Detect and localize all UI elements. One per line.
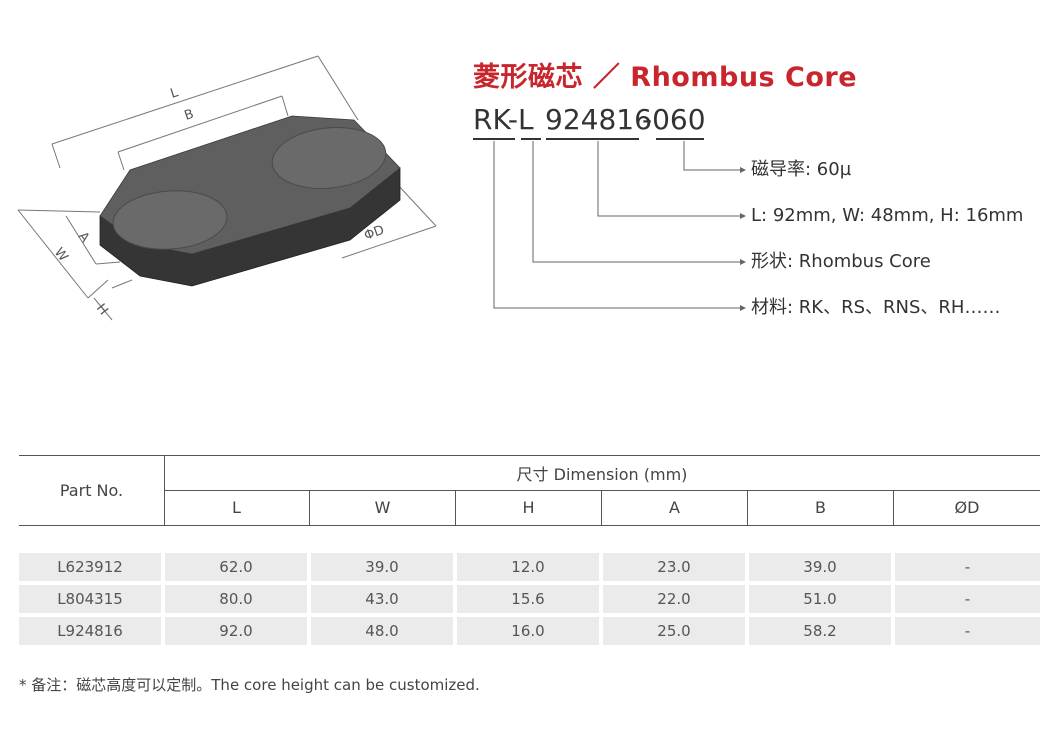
cell-d: - <box>895 553 1040 581</box>
cell-d: - <box>895 585 1040 613</box>
core-circle-left <box>112 190 228 250</box>
column-header-d: ØD <box>954 498 980 517</box>
table-row: L924816 92.0 48.0 16.0 25.0 58.2 - <box>19 617 1040 645</box>
cell-a: 22.0 <box>603 585 745 613</box>
cell-part: L623912 <box>19 553 161 581</box>
callout-permeability: 磁导率: 60µ <box>751 159 852 180</box>
cell-w: 43.0 <box>311 585 453 613</box>
dimension-header: 尺寸 Dimension (mm) <box>164 456 1040 491</box>
table-header: Part No. 尺寸 Dimension (mm) L W H A B ØD <box>19 455 1040 526</box>
core-circle-right <box>271 127 387 189</box>
code-permeability-value: 060 <box>652 103 706 136</box>
code-separator: - <box>642 103 653 136</box>
cell-a: 23.0 <box>603 553 745 581</box>
cell-w: 48.0 <box>311 617 453 645</box>
cell-d: - <box>895 617 1040 645</box>
cell-b: 58.2 <box>749 617 891 645</box>
cell-l: 80.0 <box>165 585 307 613</box>
cell-part: L924816 <box>19 617 161 645</box>
cell-a: 25.0 <box>603 617 745 645</box>
underline-size <box>546 138 639 140</box>
column-header-b: B <box>748 490 894 525</box>
column-header-h: H <box>456 490 602 525</box>
callout-dimensions: L: 92mm, W: 48mm, H: 16mm <box>751 205 1024 226</box>
cell-w: 39.0 <box>311 553 453 581</box>
underline-shape <box>521 138 541 140</box>
cell-l: 62.0 <box>165 553 307 581</box>
table-row: L804315 80.0 43.0 15.6 22.0 51.0 - <box>19 585 1040 613</box>
core-drawing: L B W A H ΦD <box>17 55 437 321</box>
cell-b: 51.0 <box>749 585 891 613</box>
column-header-a: A <box>602 490 748 525</box>
column-header-w: W <box>310 490 456 525</box>
dim-label-w: W <box>51 245 71 264</box>
cell-h: 16.0 <box>457 617 599 645</box>
underline-material <box>473 138 515 140</box>
callout-shape: 形状: Rhombus Core <box>751 251 931 272</box>
dim-label-b: B <box>183 107 196 124</box>
code-size: 924816 <box>545 103 652 136</box>
callout-material: 材料: RK、RS、RNS、RH…… <box>751 297 1001 318</box>
cell-part: L804315 <box>19 585 161 613</box>
code-prefix: RK-L <box>473 103 534 136</box>
cell-l: 92.0 <box>165 617 307 645</box>
product-title: 菱形磁芯 ／ Rhombus Core <box>473 62 858 93</box>
underline-permeability <box>656 138 704 140</box>
cell-h: 12.0 <box>457 553 599 581</box>
cell-b: 39.0 <box>749 553 891 581</box>
table-row: L623912 62.0 39.0 12.0 23.0 39.0 - <box>19 553 1040 581</box>
cell-h: 15.6 <box>457 585 599 613</box>
part-no-header: Part No. <box>19 456 165 525</box>
footnote: * 备注：磁芯高度可以定制。The core height can be cus… <box>19 676 480 694</box>
code-permeability: -060 <box>642 104 706 136</box>
dim-label-l: L <box>169 85 181 102</box>
dim-label-d: ΦD <box>362 223 386 244</box>
column-header-l: L <box>164 490 310 525</box>
